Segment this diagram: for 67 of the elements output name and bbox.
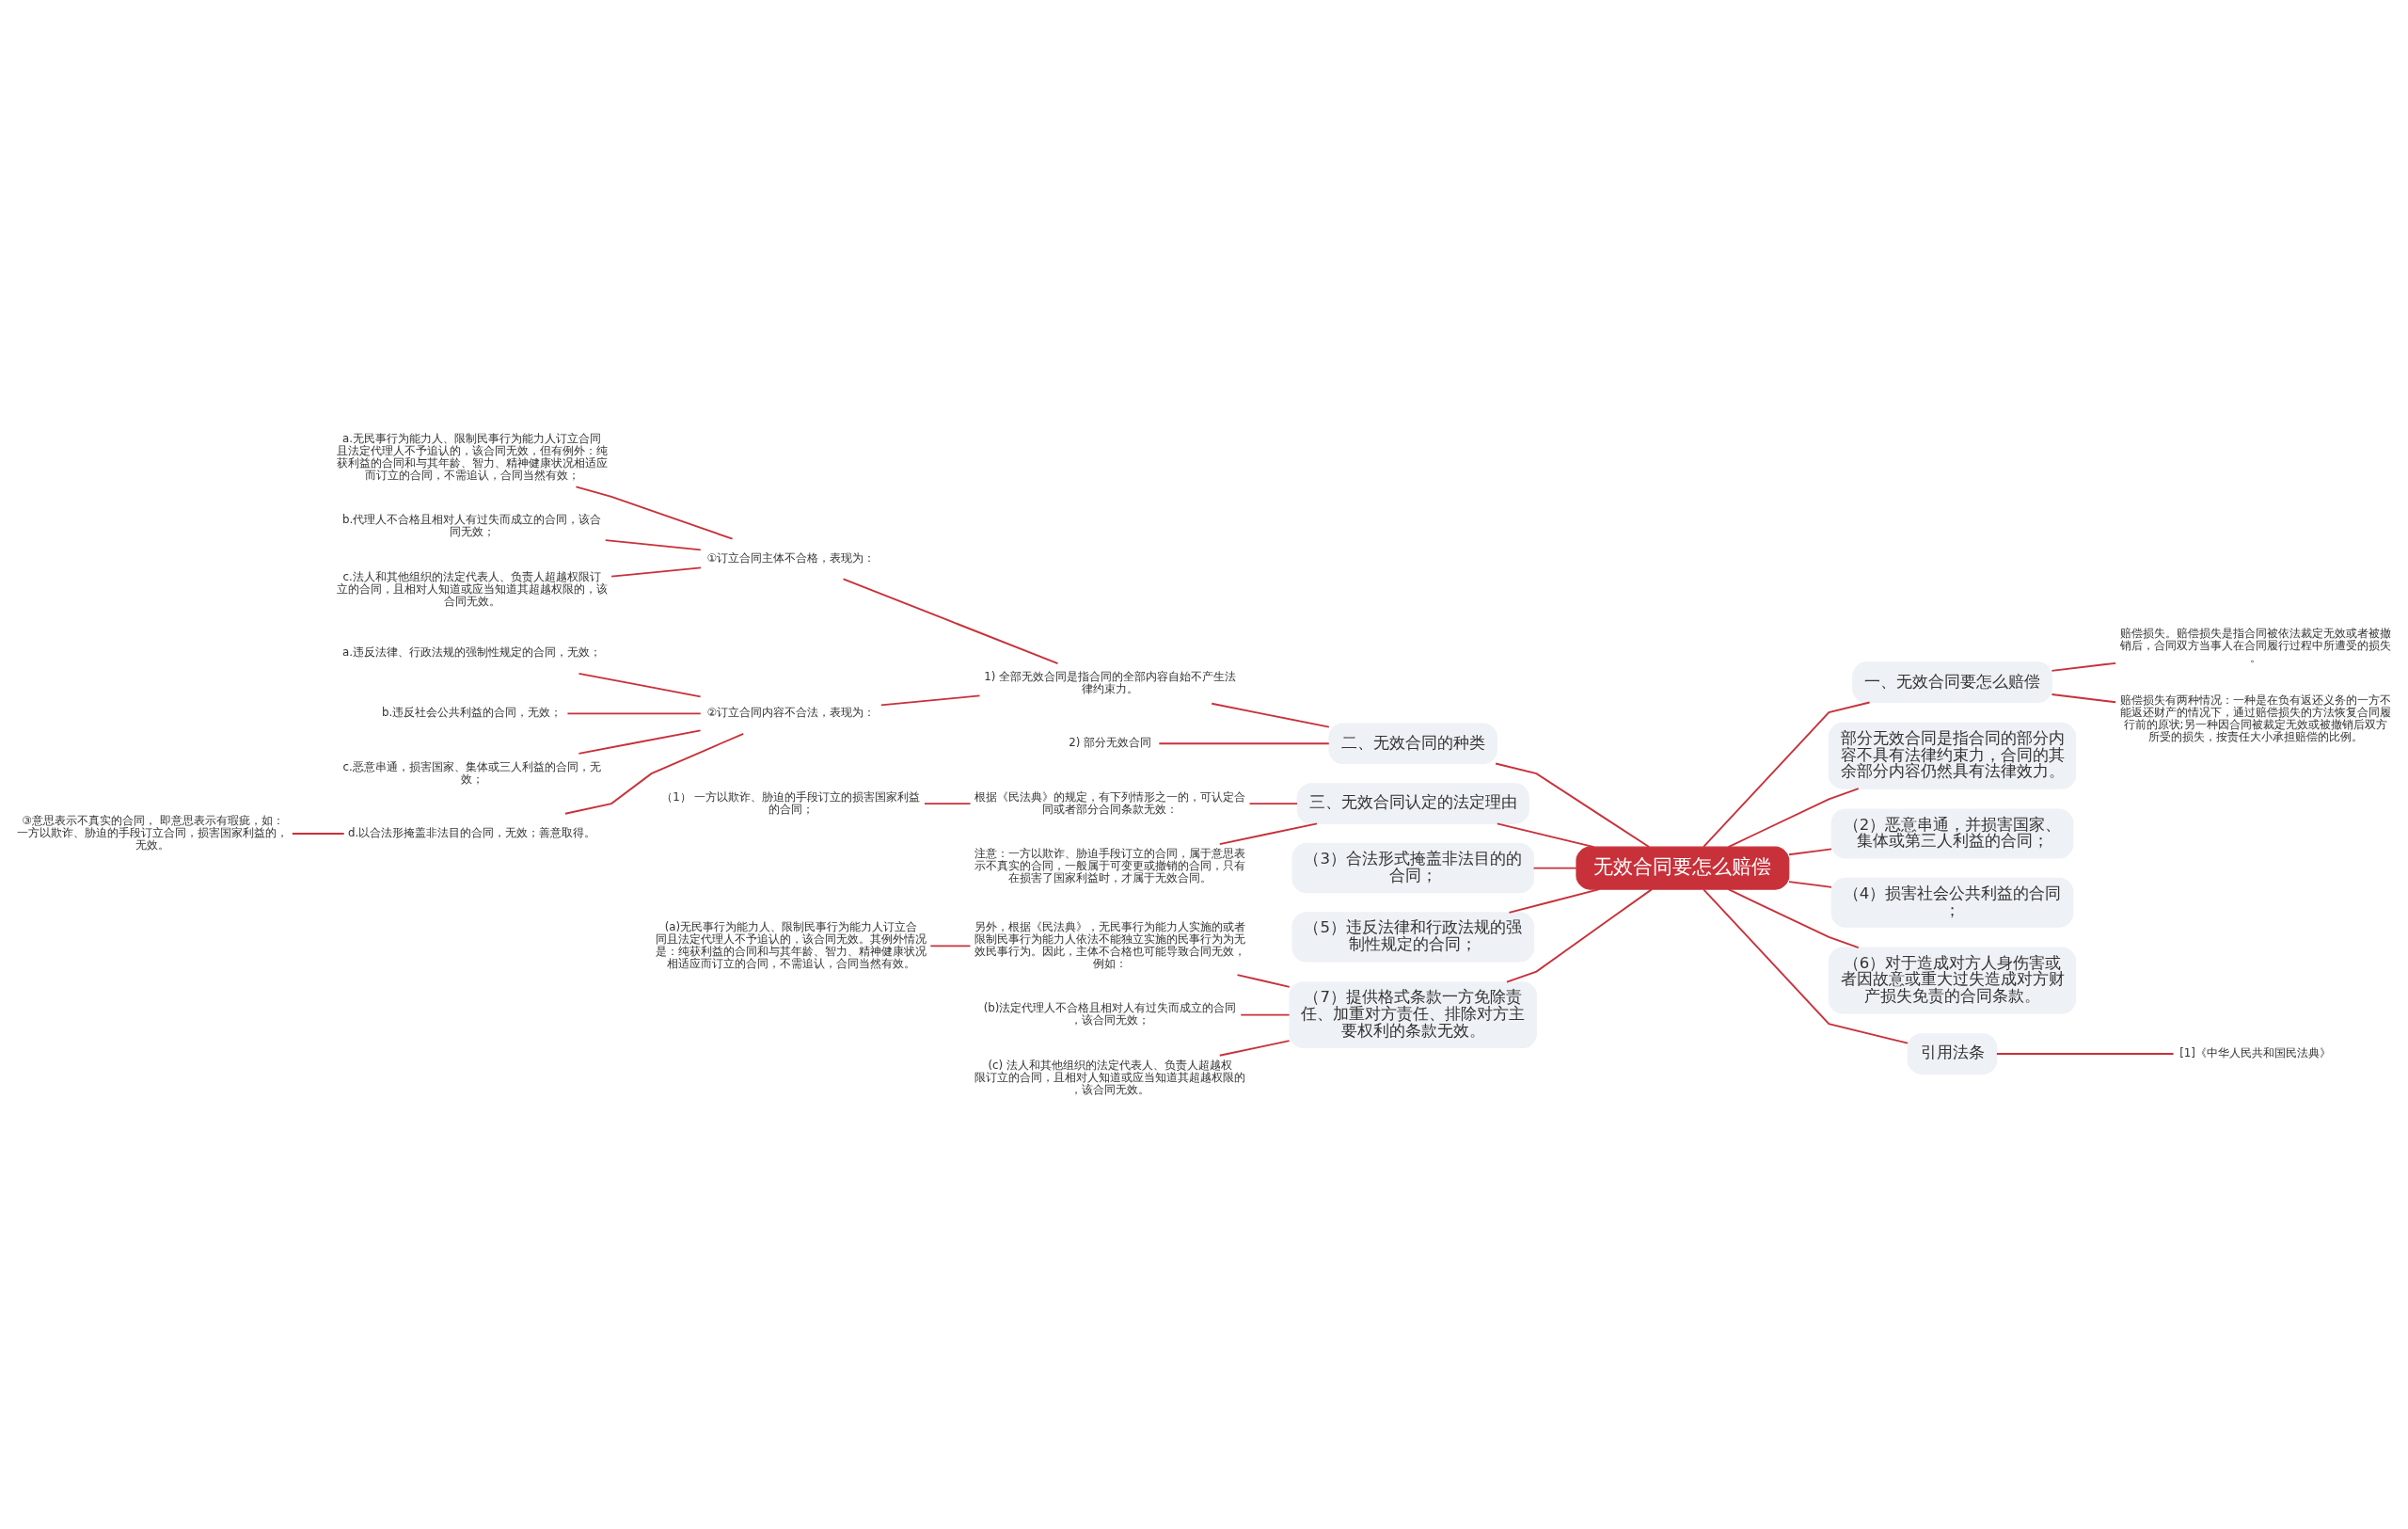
node-text: (a)无民事行为能力人、限制民事行为能力人订立合同且法定代理人不予追认的，该合同无效。其例外情况是：纯获利益的合同和与其年龄、智力、精神健康状况相适应而订立的合同，不需追认，合同当然有效。 xyxy=(655,919,927,970)
connector xyxy=(1236,973,1291,988)
connector xyxy=(1727,787,1860,848)
connector xyxy=(564,732,745,815)
connector xyxy=(604,538,702,550)
node-box: （3）合法形式掩盖非法目的的合同； xyxy=(1291,842,1535,893)
node-text: 1) 全部无效合同是指合同的全部内容自始不产生法律约束力。 xyxy=(984,669,1237,695)
connector xyxy=(2051,693,2117,703)
connector xyxy=(1703,887,1909,1044)
node-text: (c) 法人和其他组织的法定代表人、负责人超越权限订立的合同，且相对人知道或应当知道其超越权限的，该合同无效。 xyxy=(974,1058,1246,1096)
node-text: ③意思表示不真实的合同， 即意思表示有瑕疵，如：一方以欺诈、胁迫的手段订立合同，损害国家利益的，无效。 xyxy=(17,813,289,852)
node-text: 2) 部分无效合同 xyxy=(1069,735,1152,749)
connector xyxy=(1218,821,1318,845)
connector xyxy=(1248,802,1298,804)
node-box: 二、无效合同的种类 xyxy=(1328,722,1498,764)
node-text: (b)法定代理人不合格且相对人有过失而成立的合同，该合同无效； xyxy=(983,1000,1237,1027)
node-text: c.恶意串通，损害国家、集体或三人利益的合同，无效； xyxy=(342,759,601,786)
connector xyxy=(842,578,1059,664)
connector xyxy=(1788,880,1832,888)
connector xyxy=(1703,701,1871,848)
connector xyxy=(1995,1052,2175,1055)
connector xyxy=(1495,762,1650,848)
node-text: ②订立合同内容不合法，表现为： xyxy=(706,705,876,719)
node-text: b.代理人不合格且相对人有过失而成立的合同，该合同无效； xyxy=(341,512,602,538)
connector xyxy=(2051,661,2117,672)
connector xyxy=(291,832,345,835)
connector xyxy=(1240,1013,1291,1016)
node-box: （4）损害社会公共利益的合同； xyxy=(1830,877,2074,928)
connector xyxy=(578,728,702,755)
node-box: （5）违反法律和行政法规的强制性规定的合同； xyxy=(1291,911,1535,962)
node-box: （6）对于造成对方人身伤害或者因故意或重大过失造成对方财产损失免责的合同条款。 xyxy=(1828,947,2077,1013)
node-text: ①订立合同主体不合格，表现为： xyxy=(706,550,876,565)
node-text: 根据《民法典》的规定，有下列情形之一的，可认定合同或者部分合同条款无效： xyxy=(974,789,1246,816)
node-text: 另外，根据《民法典》，无民事行为能力人实施的或者限制民事行为能力人依法不能独立实施的民事行为为无效民事行为。因此，主体不合格也可能导致合同无效，例如： xyxy=(974,919,1246,970)
node-box: 三、无效合同认定的法定理由 xyxy=(1296,782,1529,824)
node-box: 部分无效合同是指合同的部分内容不具有法律约束力，合同的其余部分内容仍然具有法律效力。 xyxy=(1828,722,2077,789)
connector xyxy=(1496,821,1595,848)
connector xyxy=(879,694,981,706)
node-text: 注意：一方以欺诈、胁迫手段订立的合同，属于意思表示不真实的合同，一般属于可变更或撤销的合同，只有在损害了国家利益时，才属于无效合同。 xyxy=(974,846,1246,884)
node-text: [1]《中华人民共和国民法典》 xyxy=(2179,1045,2331,1059)
node-text: a.无民事行为能力人、限制民事行为能力人订立合同且法定代理人不予追认的，该合同无效，但有例外：纯获利益的合同和与其年龄、智力、精神健康状况相适应而订立的合同，不需追认，合同当然有效； xyxy=(336,431,608,482)
node-box: 引用法条 xyxy=(1907,1032,1998,1075)
node-text: b.违反社会公共利益的合同，无效； xyxy=(381,705,562,719)
node-text: c.法人和其他组织的法定代表人、负责人超越权限订立的合同，且相对人知道或应当知道其超越权限的，该合同无效。 xyxy=(336,569,608,608)
connector xyxy=(610,565,703,578)
connector xyxy=(575,485,734,540)
connector xyxy=(578,672,702,697)
connector xyxy=(924,802,972,804)
node-box: 无效合同要怎么赔偿 xyxy=(1576,846,1790,890)
connector xyxy=(1211,702,1330,728)
node-text: 赔偿损失。赔偿损失是指合同被依法裁定无效或者被撤销后，合同双方当事人在合同履行过程中所遭受的损失。 xyxy=(2119,626,2391,664)
node-box: （2）恶意串通，并损害国家、集体或第三人利益的合同； xyxy=(1830,807,2074,859)
connector xyxy=(929,944,972,947)
node-text: a.违反法律、行政法规的强制性规定的合同，无效； xyxy=(342,645,602,659)
node-box: （7）提供格式条款一方免除责任、加重对方责任、排除对方主要权利的条款无效。 xyxy=(1289,980,1537,1048)
node-text: 赔偿损失有两种情况：一种是在负有返还义务的一方不能返还财产的情况下，通过赔偿损失的方法恢复合同履行前的原状;另一种因合同被裁定无效或被撤销后双方所受的损失，按责任大小承担赔偿的比例。 xyxy=(2119,693,2391,743)
connector xyxy=(1532,867,1577,869)
connector xyxy=(1158,741,1330,744)
connector xyxy=(1508,887,1601,914)
node-box: 一、无效合同要怎么赔偿 xyxy=(1852,661,2052,703)
connector xyxy=(1727,887,1860,948)
connector xyxy=(1218,1039,1291,1057)
connector xyxy=(1506,887,1654,983)
connector xyxy=(566,711,702,714)
node-text: （1） 一方以欺诈、胁迫的手段订立的损害国家利益的合同； xyxy=(661,789,921,816)
connector xyxy=(1788,847,1832,855)
node-text: d.以合法形掩盖非法目的合同，无效；善意取得。 xyxy=(347,825,596,839)
